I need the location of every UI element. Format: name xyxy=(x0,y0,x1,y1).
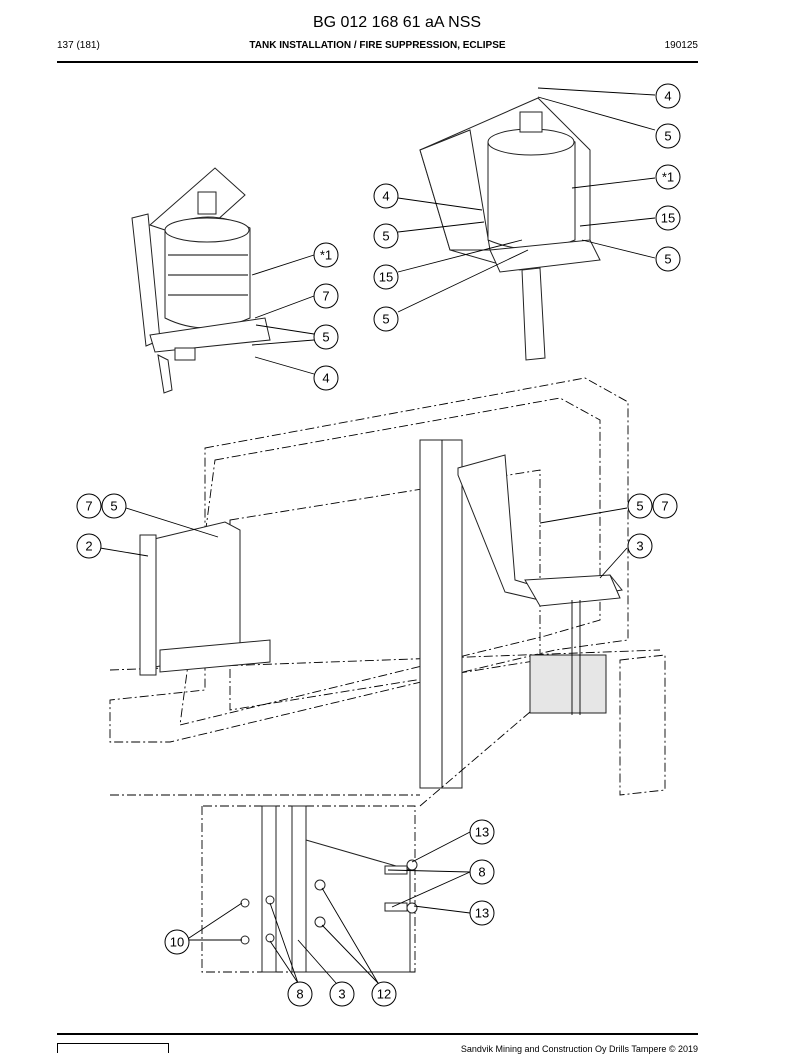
svg-text:5: 5 xyxy=(636,499,643,514)
callout-c22: 13 xyxy=(469,900,495,926)
callout-c4: 15 xyxy=(655,205,681,231)
callout-c3: *1 xyxy=(655,164,681,190)
svg-text:7: 7 xyxy=(322,289,329,304)
detail-view xyxy=(201,711,531,973)
callout-c9: 5 xyxy=(373,306,399,332)
svg-text:2: 2 xyxy=(85,539,92,554)
main-frame xyxy=(109,377,666,796)
svg-text:15: 15 xyxy=(661,211,675,226)
svg-text:4: 4 xyxy=(322,371,329,386)
callout-c10: *1 xyxy=(313,242,339,268)
svg-text:3: 3 xyxy=(338,987,345,1002)
callout-c19: 3 xyxy=(627,533,653,559)
svg-text:15: 15 xyxy=(379,270,393,285)
svg-text:*1: *1 xyxy=(662,170,674,185)
svg-text:5: 5 xyxy=(664,252,671,267)
callout-c26: 12 xyxy=(371,981,397,1007)
callout-c15: 5 xyxy=(101,493,127,519)
callout-c16: 2 xyxy=(76,533,102,559)
callout-c7: 5 xyxy=(373,223,399,249)
svg-text:12: 12 xyxy=(377,987,391,1002)
svg-text:13: 13 xyxy=(475,825,489,840)
svg-text:4: 4 xyxy=(382,189,389,204)
svg-text:8: 8 xyxy=(478,865,485,880)
svg-text:5: 5 xyxy=(322,330,329,345)
svg-text:3: 3 xyxy=(636,539,643,554)
leader-lines xyxy=(99,87,656,984)
svg-text:*1: *1 xyxy=(320,248,332,263)
callout-c18: 7 xyxy=(652,493,678,519)
callout-c11: 7 xyxy=(313,283,339,309)
tank-assembly-right xyxy=(419,97,601,361)
callout-c1: 4 xyxy=(655,83,681,109)
callout-c14: 7 xyxy=(76,493,102,519)
brand-logo xyxy=(57,1043,169,1053)
svg-text:4: 4 xyxy=(664,89,671,104)
callout-c20: 13 xyxy=(469,819,495,845)
callout-c13: 4 xyxy=(313,365,339,391)
svg-text:13: 13 xyxy=(475,906,489,921)
callout-c21: 8 xyxy=(469,859,495,885)
callout-c24: 8 xyxy=(287,981,313,1007)
date-code: 190125 xyxy=(664,40,698,51)
svg-text:7: 7 xyxy=(85,499,92,514)
callout-c23: 10 xyxy=(164,929,190,955)
document-code: BG 012 168 61 aA NSS xyxy=(312,14,482,31)
header-rule xyxy=(57,61,698,63)
svg-text:7: 7 xyxy=(661,499,668,514)
svg-text:5: 5 xyxy=(382,312,389,327)
callout-c8: 15 xyxy=(373,264,399,290)
copyright-text: Sandvik Mining and Construction Oy Drill… xyxy=(460,1044,698,1054)
svg-text:10: 10 xyxy=(170,935,184,950)
callout-c17: 5 xyxy=(627,493,653,519)
callout-c12: 5 xyxy=(313,324,339,350)
callout-c25: 3 xyxy=(329,981,355,1007)
tank-assembly-left xyxy=(131,167,271,394)
callout-c6: 4 xyxy=(373,183,399,209)
svg-text:5: 5 xyxy=(664,129,671,144)
header-row: 137 (181) TANK INSTALLATION / FIRE SUPPR… xyxy=(57,40,698,56)
svg-text:8: 8 xyxy=(296,987,303,1002)
svg-text:5: 5 xyxy=(110,499,117,514)
footer-rule xyxy=(57,1033,698,1035)
callout-c2: 5 xyxy=(655,123,681,149)
section-title: TANK INSTALLATION / FIRE SUPPRESSION, EC… xyxy=(249,40,506,51)
svg-text:5: 5 xyxy=(382,229,389,244)
callout-c5: 5 xyxy=(655,246,681,272)
page-number: 137 (181) xyxy=(57,40,100,51)
